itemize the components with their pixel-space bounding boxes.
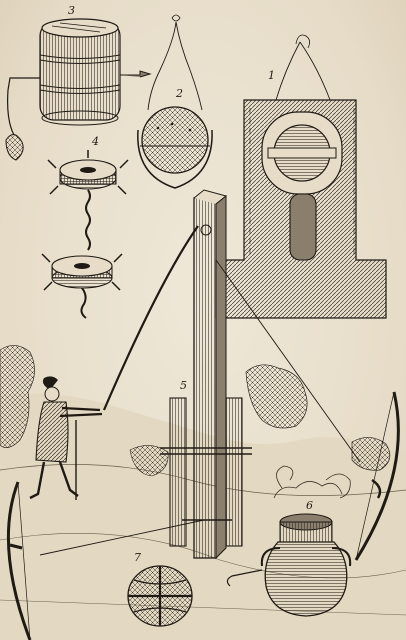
figure-number-6: 6 [306,499,313,512]
figure-number-3: 3 [68,4,75,17]
mortar-section-figure [215,34,387,319]
barrel-grenade-figure [5,18,152,161]
launching-frame-figure [39,189,361,560]
fire-pot-figure [226,465,352,617]
figure-number-1: 1 [268,69,275,82]
bound-ball-figure [127,565,193,627]
fire-ball-figure [137,14,213,189]
figure-number-5: 5 [180,379,187,392]
bow-right [354,391,400,561]
figure-number-2: 2 [176,87,183,100]
man-pulling-rope [29,376,103,500]
figure-number-4: 4 [92,135,99,148]
figure-number-7: 7 [134,551,141,564]
spiked-chain-figure [41,150,129,319]
bow-left [6,481,32,640]
